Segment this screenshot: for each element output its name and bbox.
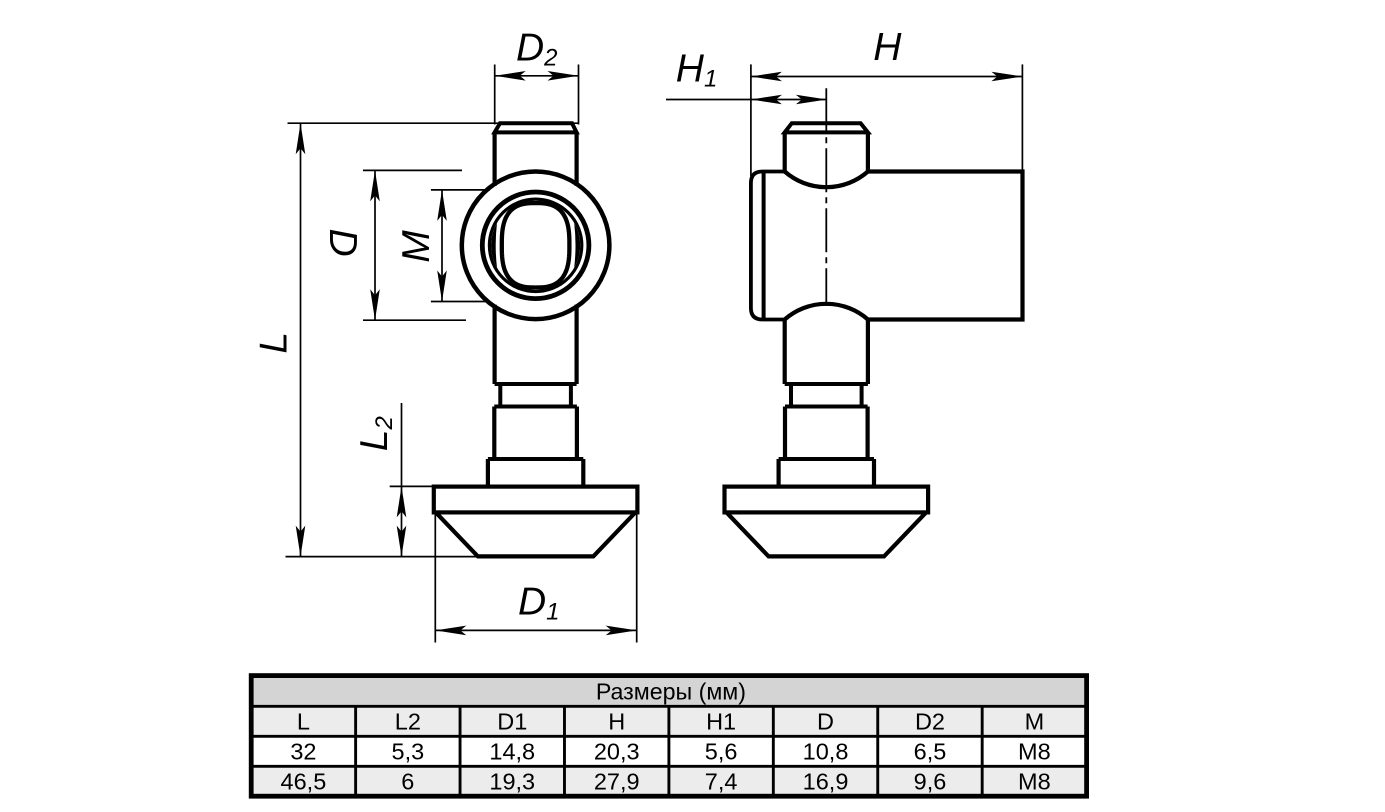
- svg-text:D2: D2: [915, 709, 945, 735]
- svg-text:6: 6: [401, 769, 414, 795]
- svg-text:5,6: 5,6: [705, 739, 738, 765]
- svg-text:D: D: [817, 709, 834, 735]
- svg-text:H: H: [608, 709, 625, 735]
- svg-text:D: D: [321, 229, 364, 257]
- svg-text:L: L: [253, 332, 296, 354]
- svg-text:H: H: [873, 26, 902, 69]
- svg-text:5,3: 5,3: [392, 739, 425, 765]
- svg-text:16,9: 16,9: [803, 769, 849, 795]
- svg-text:D1: D1: [518, 580, 560, 625]
- svg-text:14,8: 14,8: [489, 739, 535, 765]
- svg-text:M8: M8: [1018, 739, 1051, 765]
- svg-text:L: L: [297, 709, 310, 735]
- svg-text:9,6: 9,6: [914, 769, 947, 795]
- svg-text:7,4: 7,4: [705, 769, 738, 795]
- svg-text:M: M: [1025, 709, 1045, 735]
- svg-text:Размеры (мм): Размеры (мм): [596, 679, 746, 705]
- svg-text:32: 32: [290, 739, 316, 765]
- svg-text:19,3: 19,3: [489, 769, 535, 795]
- svg-text:10,8: 10,8: [803, 739, 849, 765]
- svg-text:46,5: 46,5: [281, 769, 327, 795]
- svg-text:20,3: 20,3: [594, 739, 640, 765]
- svg-text:H1: H1: [706, 709, 736, 735]
- svg-text:6,5: 6,5: [914, 739, 947, 765]
- svg-text:M: M: [395, 230, 438, 263]
- svg-text:D1: D1: [497, 709, 527, 735]
- svg-text:M8: M8: [1018, 769, 1051, 795]
- svg-text:27,9: 27,9: [594, 769, 640, 795]
- svg-text:L2: L2: [395, 709, 421, 735]
